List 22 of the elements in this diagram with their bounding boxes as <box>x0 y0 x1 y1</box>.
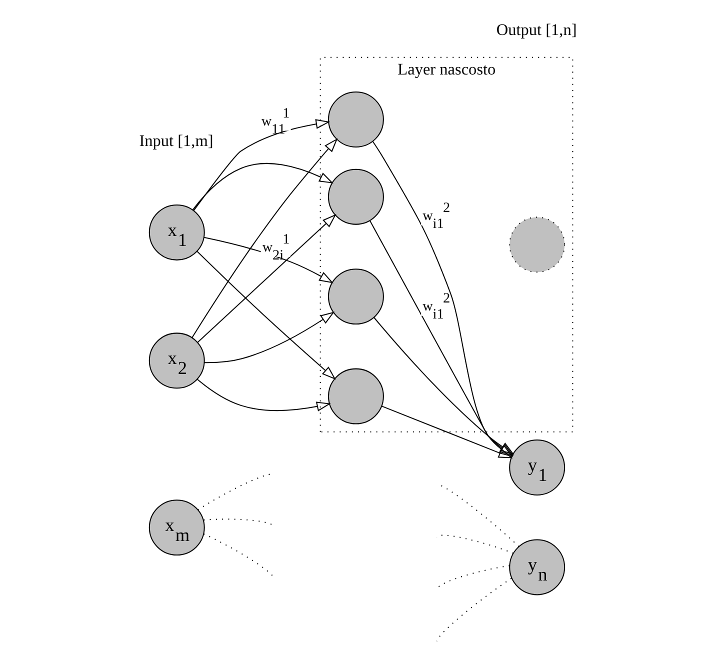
arrow <box>203 236 333 284</box>
arrow <box>373 317 514 455</box>
arrow <box>192 119 330 211</box>
label: Output [1,n] <box>496 20 576 39</box>
node-circle <box>327 368 384 424</box>
node-circle <box>508 216 565 273</box>
arrow <box>196 378 330 412</box>
arrow <box>381 406 512 458</box>
arrow <box>196 214 336 343</box>
connector <box>436 578 512 642</box>
connector <box>203 518 274 528</box>
label: Input [1,m] <box>138 130 213 150</box>
arrow <box>192 162 333 210</box>
node-circle <box>327 92 384 148</box>
arrow <box>369 220 514 456</box>
arrow <box>372 141 513 458</box>
arrow <box>204 312 334 364</box>
arrow <box>191 138 338 338</box>
node-circle <box>327 168 384 225</box>
node-circle <box>327 268 384 325</box>
connector <box>436 565 510 590</box>
arrow <box>196 250 336 380</box>
